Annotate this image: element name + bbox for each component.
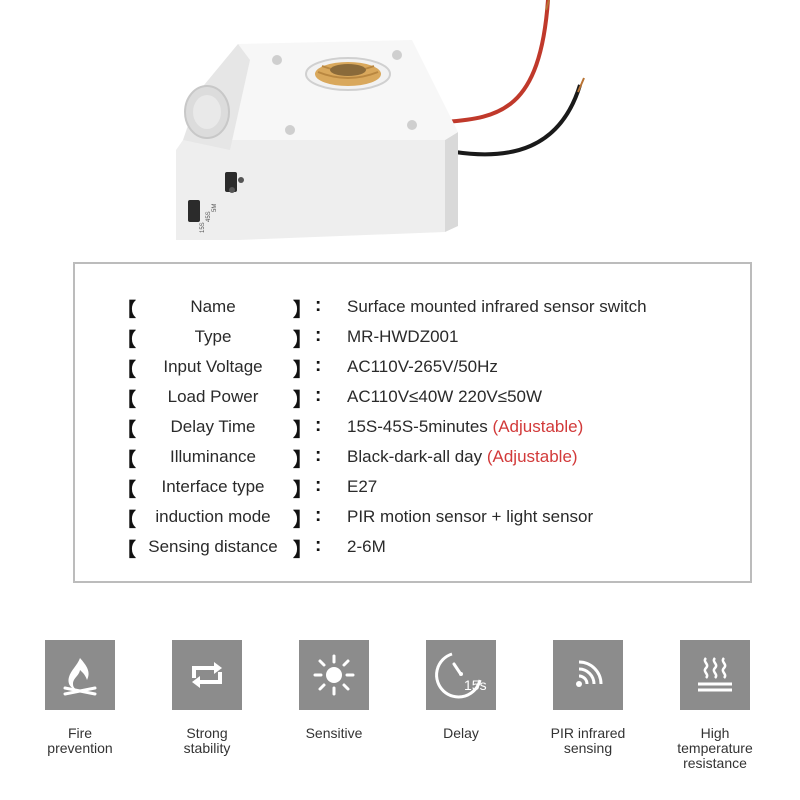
screw-hole-icon [392,50,402,60]
bracket-open: 【 [117,450,137,471]
housing-top [185,40,458,140]
bracket-open: 【 [117,540,137,561]
bracket-open: 【 [117,330,137,351]
colon: : [315,385,322,406]
spec-value: E27 [347,477,378,496]
bracket-close: 】 [293,510,313,531]
spec-row-type: 【 Type 】 : MR-HWDZ001 [75,323,750,353]
bracket-open: 【 [117,360,137,381]
bracket-close: 】 [293,450,313,471]
spec-label: Sensing distance [148,537,278,556]
red-wire [444,0,550,124]
product-image: 15S 45S 5M [176,0,585,240]
spec-row-illuminance: 【 Illuminance 】 : Black-dark-all day (Ad… [75,443,750,473]
delay-icon: 15s [426,640,496,710]
colon: : [315,445,322,466]
bracket-open: 【 [117,300,137,321]
bracket-close: 】 [293,330,313,351]
bracket-open: 【 [117,510,137,531]
spec-value: Black-dark-all day (Adjustable) [347,447,578,466]
spec-label: Interface type [161,477,265,496]
feature-label: Sensitive [305,725,363,741]
spec-row-name: 【 Name 】 : Surface mounted infrared sens… [75,293,750,323]
spec-row-input-voltage: 【 Input Voltage 】 : AC110V-265V/50Hz [75,353,750,383]
bracket-close: 】 [293,390,313,411]
spec-row-sensing-distance: 【 Sensing distance 】 : 2-6M [75,533,750,563]
spec-table: 【 Name 】 : Surface mounted infrared sens… [73,262,752,583]
screw-hole-icon [407,120,417,130]
housing-front [176,140,445,240]
adjustable-note: (Adjustable) [486,447,578,466]
spec-row-induction-mode: 【 induction mode 】 : PIR motion sensor +… [75,503,750,533]
colon: : [315,535,322,556]
spec-value: Surface mounted infrared sensor switch [347,297,647,316]
spec-label: Illuminance [170,447,256,466]
adjustable-note: (Adjustable) [492,417,584,436]
svg-text:15s: 15s [464,677,487,693]
bracket-close: 】 [293,480,313,501]
colon: : [315,505,322,526]
spec-value: 15S-45S-5minutes (Adjustable) [347,417,584,436]
black-wire [454,84,582,157]
red-wire-tip [545,0,550,11]
spec-label: Load Power [167,387,259,406]
fire-prevention-icon [45,640,115,710]
bracket-open: 【 [117,480,137,501]
spec-label: Input Voltage [163,357,263,376]
bracket-open: 【 [117,390,137,411]
colon: : [315,415,322,436]
dial-label: 45S [206,211,212,222]
spec-row-interface-type: 【 Interface type 】 : E27 [75,473,750,503]
dial-label: 5M [212,204,218,212]
bracket-close: 】 [293,420,313,441]
lux-dial [225,172,237,192]
colon: : [315,355,322,376]
bracket-close: 】 [293,540,313,561]
feature-label: Delay [443,725,479,741]
spec-label: Delay Time [170,417,256,436]
spec-row-load-power: 【 Load Power 】 : AC110V≤40W 220V≤50W [75,383,750,413]
pir-infrared-sensing-icon [553,640,623,710]
spec-value: MR-HWDZ001 [347,327,459,346]
dial-label: 15S [200,222,206,233]
screw-hole-icon [285,125,295,135]
spec-label: Name [190,297,236,316]
sensitive-icon [299,640,369,710]
housing-right [445,132,458,232]
bracket-open: 【 [117,420,137,441]
screw-hole-icon [272,55,282,65]
black-wire-tip [577,77,585,93]
strong-stability-icon [172,640,242,710]
delay-dial [188,200,200,222]
spec-value: AC110V-265V/50Hz [347,357,498,376]
spec-value: 2-6M [347,537,386,556]
spec-row-delay-time: 【 Delay Time 】 : 15S-45S-5minutes (Adjus… [75,413,750,443]
spec-label: Type [194,327,232,346]
colon: : [315,475,322,496]
colon: : [315,295,322,316]
high-temperature-resistance-icon [680,640,750,710]
bracket-close: 】 [293,360,313,381]
spec-value: AC110V≤40W 220V≤50W [347,387,543,406]
spec-label: induction mode [155,507,271,526]
spec-value: PIR motion sensor + light sensor [347,507,594,526]
colon: : [315,325,322,346]
bracket-close: 】 [293,300,313,321]
